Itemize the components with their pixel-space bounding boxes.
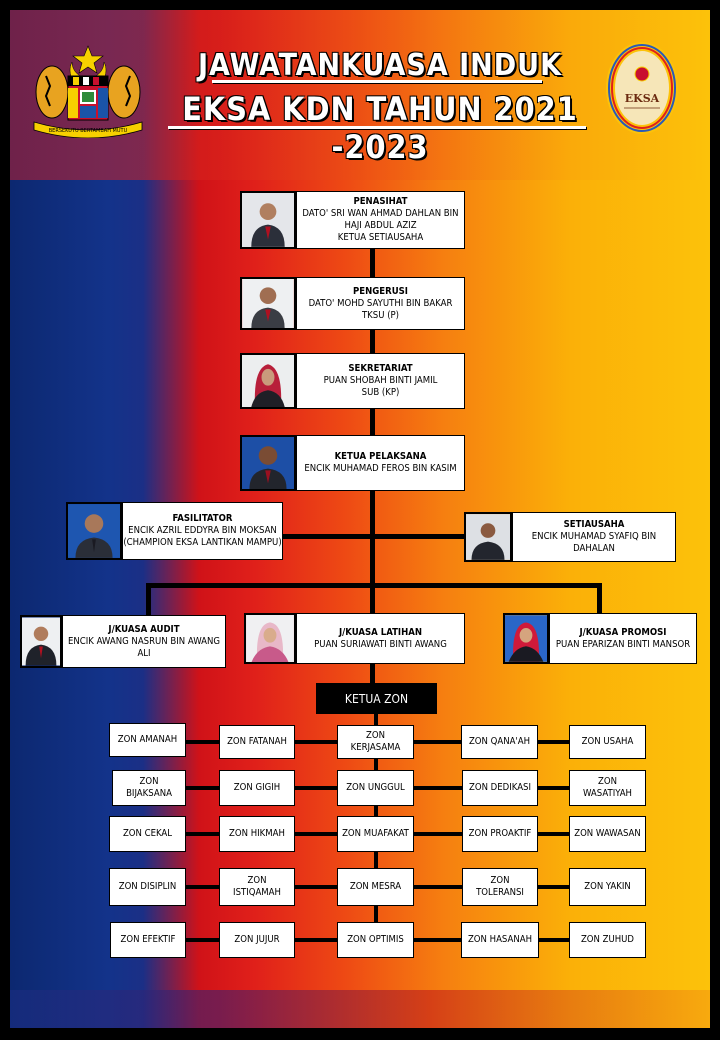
zone-box: ZON DEDIKASI (462, 770, 538, 806)
zone-box: ZON WAWASAN (569, 816, 646, 852)
promosi-name: PUAN EPARIZAN BINTI MANSOR (555, 638, 691, 650)
sekretariat-position: SUB (KP) (361, 387, 400, 398)
zone-box: ZON MESRA (337, 868, 414, 906)
zone-box: ZON WASATIYAH (569, 770, 646, 806)
zone-box: ZON DISIPLIN (109, 868, 186, 906)
zone-box: ZON UNGGUL (337, 770, 414, 806)
zone-box: ZON EFEKTIF (110, 922, 186, 958)
latihan-photo (244, 613, 296, 664)
eksa-logo-icon: EKSA (604, 40, 680, 136)
penasihat-box: PENASIHAT DATO' SRI WAN AHMAD DAHLAN BIN… (296, 191, 465, 249)
zone-box: ZON ZUHUD (569, 922, 646, 958)
latihan-role: J/KUASA LATIHAN (338, 626, 422, 638)
malaysia-coat-of-arms-icon: BERSEKUTU BERTAMBAH MUTU (26, 42, 150, 139)
penasihat-position: KETUA SETIAUSAHA (337, 232, 424, 243)
zone-box: ZON PROAKTIF (462, 816, 538, 852)
fasilitator-photo (66, 502, 122, 560)
zone-box: ZON ISTIQAMAH (219, 868, 295, 906)
promosi-box: J/KUASA PROMOSI PUAN EPARIZAN BINTI MANS… (549, 613, 697, 664)
fasilitator-position: (CHAMPION EKSA LANTIKAN MAMPU) (123, 537, 282, 548)
fasilitator-box: FASILITATOR ENCIK AZRIL EDDYRA BIN MOKSA… (122, 502, 283, 560)
connector-committee-horizontal (148, 583, 602, 588)
audit-name: ENCIK AWANG NASRUN BIN AWANG ALI (68, 635, 220, 659)
pengerusi-role: PENGERUSI (353, 285, 408, 297)
zone-box: ZON HIKMAH (219, 816, 295, 852)
penasihat-role: PENASIHAT (353, 196, 408, 207)
setiausaha-name: ENCIK MUHAMAD SYAFIQ BIN DAHALAN (531, 531, 657, 554)
connector-fasilitator-setiausaha (282, 534, 466, 539)
page-title-line1: JAWATANKUASA INDUK (198, 48, 562, 83)
zone-box: ZON BIJAKSANA (112, 770, 186, 806)
setiausaha-box: SETIAUSAHA ENCIK MUHAMAD SYAFIQ BIN DAHA… (512, 512, 676, 562)
ketua-pelaksana-name: ENCIK MUHAMAD FEROS BIN KASIM (304, 463, 457, 474)
pengerusi-photo (240, 277, 296, 330)
fasilitator-role: FASILITATOR (172, 513, 233, 524)
zone-box: ZON MUAFAKAT (337, 816, 414, 852)
ketua-pelaksana-box: KETUA PELAKSANA ENCIK MUHAMAD FEROS BIN … (296, 435, 465, 491)
promosi-role: J/KUASA PROMOSI (579, 626, 667, 638)
zone-box: ZON GIGIH (219, 770, 295, 806)
svg-text:BERSEKUTU BERTAMBAH MUTU: BERSEKUTU BERTAMBAH MUTU (49, 128, 128, 134)
latihan-name: PUAN SURIAWATI BINTI AWANG (314, 638, 447, 650)
zone-box: ZON QANA'AH (461, 725, 538, 759)
sekretariat-box: SEKRETARIAT PUAN SHOBAH BINTI JAMIL SUB … (296, 353, 465, 409)
ketua-pelaksana-photo (240, 435, 296, 491)
pengerusi-name: DATO' MOHD SAYUTHI BIN BAKAR (308, 297, 453, 309)
title-underline-2 (168, 126, 586, 129)
zone-box: ZON JUJUR (219, 922, 295, 958)
background-bottom-band (10, 990, 710, 1028)
penasihat-photo (240, 191, 296, 249)
pengerusi-box: PENGERUSI DATO' MOHD SAYUTHI BIN BAKAR T… (296, 277, 465, 330)
zone-box: ZON USAHA (569, 725, 646, 759)
page-title-line2: EKSA KDN TAHUN 2021 -2023 (182, 90, 578, 166)
svg-text:EKSA: EKSA (625, 92, 660, 105)
sekretariat-name: PUAN SHOBAH BINTI JAMIL (323, 375, 438, 386)
penasihat-name: DATO' SRI WAN AHMAD DAHLAN BIN HAJI ABDU… (302, 208, 459, 231)
zone-box: ZON AMANAH (109, 723, 186, 757)
zone-box: ZON KERJASAMA (337, 725, 414, 759)
setiausaha-photo (464, 512, 512, 562)
promosi-photo (503, 613, 549, 664)
audit-box: J/KUASA AUDIT ENCIK AWANG NASRUN BIN AWA… (62, 615, 226, 668)
latihan-box: J/KUASA LATIHAN PUAN SURIAWATI BINTI AWA… (296, 613, 465, 664)
zone-box: ZON FATANAH (219, 725, 295, 759)
zone-box: ZON TOLERANSI (462, 868, 538, 906)
pengerusi-position: TKSU (P) (361, 309, 400, 321)
title-underline-1 (212, 80, 542, 83)
ketua-zon-label: KETUA ZON (316, 683, 437, 714)
fasilitator-name: ENCIK AZRIL EDDYRA BIN MOKSAN (128, 525, 277, 536)
setiausaha-role: SETIAUSAHA (563, 519, 625, 530)
zone-box: ZON OPTIMIS (337, 922, 414, 958)
ketua-pelaksana-role: KETUA PELAKSANA (334, 451, 427, 462)
connector-promosi-drop (597, 583, 602, 615)
sekretariat-photo (240, 353, 296, 409)
sekretariat-role: SEKRETARIAT (348, 363, 413, 374)
zone-box: ZON YAKIN (569, 868, 646, 906)
zone-box: ZON HASANAH (461, 922, 539, 958)
connector-audit-drop (146, 583, 151, 615)
audit-photo (20, 615, 62, 668)
zone-box: ZON CEKAL (109, 816, 186, 852)
audit-role: J/KUASA AUDIT (108, 623, 180, 635)
